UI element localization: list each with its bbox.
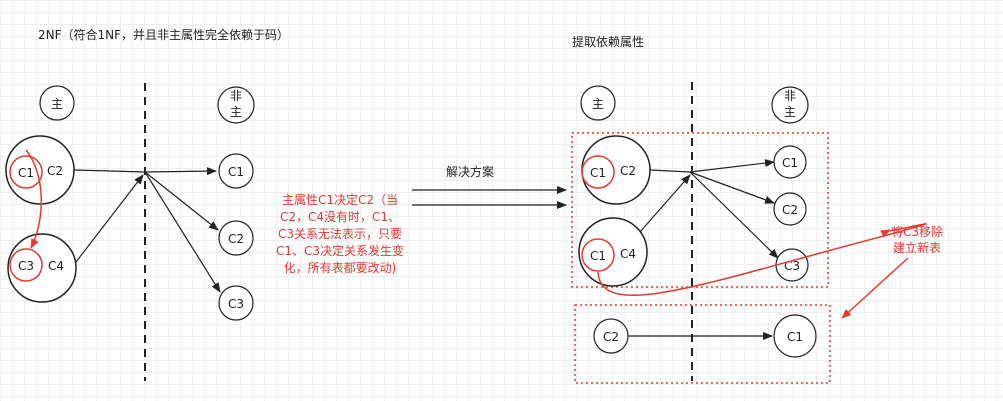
svg-text:主属性C1决定C2（当: 主属性C1决定C2（当 <box>282 192 398 207</box>
left-c3-highlight <box>9 248 43 282</box>
svg-text:C1: C1 <box>590 249 606 263</box>
svg-text:C1: C1 <box>590 166 606 180</box>
right-node-c1: C1 <box>773 145 807 179</box>
right-title: 提取依赖属性 <box>572 34 644 49</box>
left-edge-to-c1 <box>144 167 217 176</box>
right-edge-to-c3 <box>689 171 779 259</box>
left-nonprimary-header: 非 主 <box>217 86 255 124</box>
right-key-c1c2: C1 C2 <box>581 135 651 205</box>
left-key-c1c2: C1 C2 <box>5 135 75 205</box>
right-c1b-highlight <box>581 238 615 272</box>
svg-text:主: 主 <box>51 97 63 111</box>
svg-text:C3关系无法表示，只要: C3关系无法表示，只要 <box>278 227 402 241</box>
right-edge-to-c2 <box>689 171 775 204</box>
new-table-box <box>574 304 831 384</box>
right-edge-to-c1 <box>689 159 775 173</box>
right-primary-header: 主 <box>580 85 616 121</box>
left-node-c2: C2 <box>218 220 254 256</box>
left-key-c3c4: C3 C4 <box>7 233 77 303</box>
svg-text:C4: C4 <box>48 259 64 273</box>
svg-text:C2，C4没有时，C1、: C2，C4没有时，C1、 <box>280 209 400 224</box>
svg-text:C4: C4 <box>620 247 636 261</box>
svg-text:C1: C1 <box>228 165 244 179</box>
svg-text:C2: C2 <box>620 164 636 178</box>
svg-text:将C3移除: 将C3移除 <box>891 224 943 239</box>
left-edge-to-c2 <box>144 171 219 231</box>
svg-text:主: 主 <box>592 97 604 111</box>
new-table-arrow <box>841 257 909 319</box>
left-edge-top-in <box>73 169 146 173</box>
svg-text:化，所有表都要改动): 化，所有表都要改动) <box>284 261 397 275</box>
svg-text:C2: C2 <box>782 203 798 217</box>
left-node-c1: C1 <box>218 153 254 189</box>
right-key-c1c4: C1 C4 <box>578 217 648 287</box>
svg-text:C3: C3 <box>18 259 34 273</box>
left-title: 2NF（符合1NF，并且非主属性完全依赖于码） <box>38 27 289 42</box>
svg-text:建立新表: 建立新表 <box>893 240 941 255</box>
svg-text:主: 主 <box>784 105 796 119</box>
left-node-c3: C3 <box>218 285 254 321</box>
c1-to-remove-arrow <box>597 223 927 296</box>
new-table-node-c2: C2 <box>593 318 629 354</box>
dependency-note: 主属性C1决定C2（当 C2，C4没有时，C1、 C3关系无法表示，只要 C1、… <box>276 192 404 275</box>
right-node-c2: C2 <box>773 192 807 226</box>
new-table-node-c1: C1 <box>773 314 817 358</box>
solution-label: 解决方案 <box>446 164 494 179</box>
svg-text:C1: C1 <box>787 330 803 344</box>
left-edge-to-c3 <box>144 171 221 293</box>
right-c1-highlight <box>581 155 615 189</box>
svg-text:C2: C2 <box>47 164 63 178</box>
svg-text:主: 主 <box>230 105 242 119</box>
left-primary-header: 主 <box>39 85 75 121</box>
right-nonprimary-header: 非 主 <box>771 86 809 124</box>
svg-text:C1: C1 <box>782 156 798 170</box>
left-c1-to-c3-arrow <box>25 149 43 249</box>
svg-text:C3: C3 <box>228 297 244 311</box>
right-edge-top-in <box>649 169 691 173</box>
svg-text:C1: C1 <box>18 166 34 180</box>
svg-text:C2: C2 <box>228 232 244 246</box>
svg-text:非: 非 <box>784 89 796 103</box>
move-c3-label: 将C3移除 建立新表 <box>891 224 943 255</box>
right-edge-bottom-in <box>639 174 691 233</box>
svg-text:C2: C2 <box>603 330 619 344</box>
left-edge-bottom-in <box>75 174 144 263</box>
svg-text:C1、C3决定关系发生变: C1、C3决定关系发生变 <box>276 243 404 258</box>
right-node-c3: C3 <box>775 248 809 282</box>
left-c1-highlight <box>9 155 43 189</box>
svg-text:非: 非 <box>230 89 242 103</box>
